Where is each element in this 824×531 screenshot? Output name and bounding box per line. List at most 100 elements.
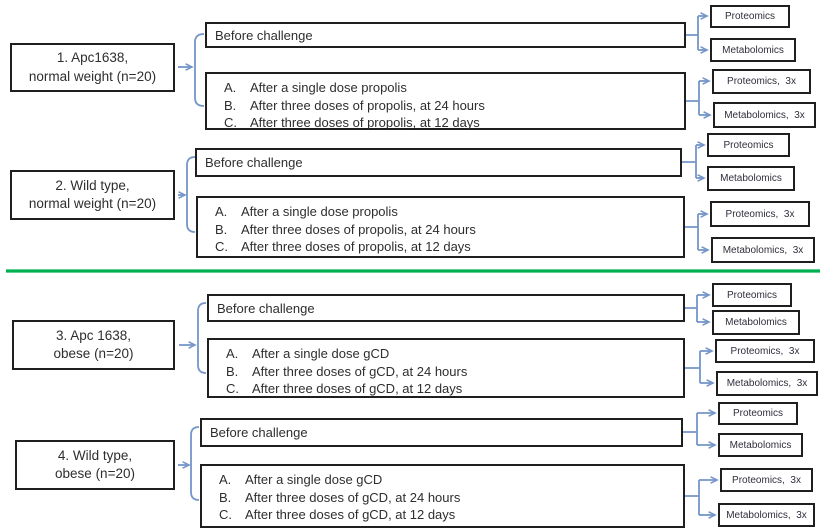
group-1-before-label: Before challenge [215, 27, 313, 43]
after-item-text: After three doses of gCD, at 24 hours [245, 489, 461, 505]
output-box-metabolomics: Metabolomics [707, 166, 795, 191]
group-4-before-fork [683, 413, 698, 445]
output-label: Metabolomics, 3x [726, 378, 808, 389]
after-item-letter: A. [219, 472, 232, 487]
output-label: Metabolomics [720, 173, 782, 184]
after-item-letter: A. [226, 346, 239, 361]
group-2-bracket [186, 156, 196, 233]
after-item-letter: C. [224, 115, 237, 130]
output-box-metabolomics: Metabolomics [718, 433, 803, 457]
after-item: B. After three doses of gCD, at 24 hours [209, 363, 683, 381]
after-item: C. After three doses of gCD, at 12 days [209, 380, 683, 398]
after-item: A. After a single dose propolis [207, 79, 684, 97]
group-1-before-box: Before challenge [205, 22, 686, 48]
output-label: Proteomics, 3x [730, 345, 800, 357]
group-3-before-label: Before challenge [217, 300, 315, 316]
group-1-label: 1. Apc1638, normal weight (n=20) [28, 50, 157, 84]
after-item-text: After a single dose propolis [241, 204, 398, 219]
group-4-before-box: Before challenge [200, 418, 683, 447]
output-box-proteomics-3x: Proteomics, 3x [712, 69, 811, 94]
group-3-before-fork [685, 295, 698, 322]
group-2-before-box: Before challenge [195, 148, 682, 177]
output-label: Proteomics, 3x [732, 474, 801, 486]
group-4-box: 4. Wild type, obese (n=20) [15, 440, 175, 490]
output-label: Metabolomics [729, 439, 792, 451]
after-item-text: After a single dose gCD [245, 472, 383, 487]
after-item: A. After a single dose gCD [202, 471, 683, 489]
after-item-letter: B. [219, 489, 232, 505]
output-box-metabolomics-3x: Metabolomics, 3x [713, 102, 816, 128]
output-box-proteomics: Proteomics [712, 283, 792, 307]
output-box-proteomics-3x: Proteomics, 3x [715, 339, 815, 363]
after-item-text: After three doses of propolis, at 12 day… [241, 239, 471, 254]
group-3-after-fork [685, 351, 701, 383]
output-label: Proteomics, 3x [727, 76, 796, 87]
output-box-proteomics: Proteomics [710, 5, 790, 28]
output-box-proteomics: Proteomics [718, 402, 798, 425]
output-label: Metabolomics, 3x [724, 109, 805, 121]
group-3-after-box: A. After a single dose gCD B. After thre… [207, 338, 685, 398]
output-box-metabolomics-3x: Metabolomics, 3x [716, 371, 818, 396]
group-2-label: 2. Wild type, normal weight (n=20) [28, 177, 157, 211]
group-4-before-label: Before challenge [210, 425, 308, 440]
group-2-box: 2. Wild type, normal weight (n=20) [10, 170, 175, 220]
output-box-metabolomics: Metabolomics [712, 310, 800, 335]
output-label: Metabolomics [725, 317, 787, 328]
group-2-before-fork [682, 145, 697, 178]
group-2-after-box: A. After a single dose propolis B. After… [196, 196, 685, 258]
group-4-after-box: A. After a single dose gCD B. After thre… [200, 464, 685, 528]
group-1-before-fork [686, 16, 699, 50]
group-2-before-label: Before challenge [205, 155, 303, 170]
group-2-after-fork [685, 214, 699, 250]
after-item-letter: B. [215, 221, 228, 237]
output-box-proteomics-3x: Proteomics, 3x [720, 468, 813, 492]
after-item-letter: A. [224, 80, 237, 95]
output-label: Metabolomics, 3x [722, 244, 804, 256]
group-1-after-fork [686, 81, 700, 115]
after-item-text: After three doses of propolis, at 12 day… [250, 115, 480, 130]
output-label: Proteomics [732, 408, 783, 419]
group-4-after-fork [685, 480, 700, 515]
after-item: B. After three doses of gCD, at 24 hours [202, 489, 683, 507]
output-label: Proteomics, 3x [725, 208, 795, 220]
group-3-bracket [197, 302, 207, 374]
output-box-proteomics: Proteomics [707, 133, 790, 157]
after-item-text: After three doses of gCD, at 24 hours [252, 363, 468, 379]
after-item-letter: B. [224, 97, 237, 113]
after-item-letter: C. [215, 239, 228, 254]
output-box-proteomics-3x: Proteomics, 3x [710, 201, 810, 227]
after-item: C. After three doses of propolis, at 12 … [207, 114, 684, 132]
output-label: Proteomics [723, 139, 774, 151]
after-item-text: After three doses of propolis, at 24 hou… [241, 221, 476, 237]
after-item: A. After a single dose propolis [198, 203, 683, 221]
output-box-metabolomics-3x: Metabolomics, 3x [718, 503, 815, 527]
group-3-before-box: Before challenge [207, 294, 685, 322]
output-box-metabolomics: Metabolomics [710, 38, 796, 62]
after-item-text: After three doses of gCD, at 12 days [245, 507, 456, 522]
output-label: Proteomics [726, 289, 777, 301]
after-item-letter: B. [226, 363, 239, 379]
group-1-box: 1. Apc1638, normal weight (n=20) [10, 43, 175, 92]
after-item: A. After a single dose gCD [209, 345, 683, 363]
group-3-box: 3. Apc 1638, obese (n=20) [12, 320, 175, 370]
after-item-letter: A. [215, 204, 228, 219]
after-item: B. After three doses of propolis, at 24 … [207, 97, 684, 115]
output-label: Metabolomics [722, 44, 784, 56]
after-item: B. After three doses of propolis, at 24 … [198, 221, 683, 239]
after-item-text: After a single dose propolis [250, 80, 407, 95]
after-item: C. After three doses of propolis, at 12 … [198, 238, 683, 256]
after-item: C. After three doses of gCD, at 12 days [202, 506, 683, 524]
group-3-label: 3. Apc 1638, obese (n=20) [53, 327, 134, 361]
group-1-after-box: A. After a single dose propolis B. After… [205, 72, 686, 130]
group-1-bracket [194, 33, 205, 107]
after-item-letter: C. [226, 381, 239, 396]
after-item-letter: C. [219, 507, 232, 522]
output-box-metabolomics-3x: Metabolomics, 3x [711, 237, 815, 263]
group-4-label: 4. Wild type, obese (n=20) [55, 447, 135, 481]
output-label: Metabolomics, 3x [726, 509, 807, 521]
output-label: Proteomics [724, 11, 775, 22]
after-item-text: After three doses of propolis, at 24 hou… [250, 97, 485, 113]
after-item-text: After three doses of gCD, at 12 days [252, 381, 463, 396]
after-item-text: After a single dose gCD [252, 346, 390, 361]
